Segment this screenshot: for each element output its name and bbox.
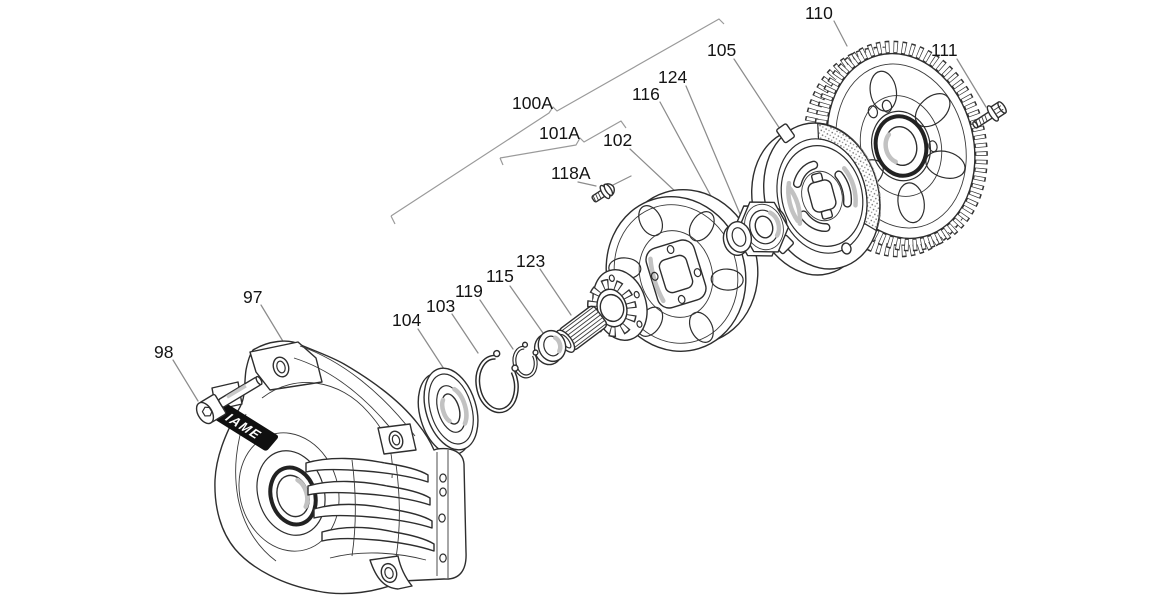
drum-window (688, 211, 715, 242)
label-115: 115 (486, 266, 514, 286)
label-103: 103 (426, 296, 455, 316)
leader-104 (417, 328, 445, 370)
label-124: 124 (658, 67, 687, 87)
part-labels: 110 111 105 124 116 102 100A 101A 118A 1… (154, 3, 958, 362)
hex-bolt (972, 101, 1007, 129)
label-98: 98 (154, 342, 173, 362)
label-102: 102 (603, 130, 632, 150)
friction-lining (817, 124, 881, 230)
label-100A: 100A (512, 93, 553, 113)
gear-small-hole (881, 99, 893, 113)
cooling-fin (305, 457, 429, 483)
boss-hole (666, 244, 675, 255)
flange-screw (591, 183, 615, 203)
gear-hole (897, 182, 925, 224)
gear-small-hole (867, 105, 879, 119)
leader-119 (479, 299, 514, 350)
label-118A: 118A (551, 163, 591, 183)
gear-small-hole (928, 140, 938, 153)
label-97: 97 (243, 287, 262, 307)
cooling-fin (313, 503, 433, 529)
drum-window (638, 205, 664, 237)
leader-115 (509, 285, 544, 334)
group-bracket-101A (499, 120, 627, 166)
label-110: 110 (805, 3, 833, 23)
drum-square-bore (658, 254, 694, 294)
splined-bushing (555, 305, 608, 353)
drum-window (710, 268, 744, 291)
leader-lines (172, 20, 987, 402)
gearbox-cover: IAME (209, 340, 467, 595)
label-123: 123 (516, 251, 545, 271)
leader-97 (260, 304, 285, 344)
boss-hole (677, 294, 686, 304)
leader-103 (451, 313, 479, 354)
ball-bearing (417, 367, 479, 456)
label-116: 116 (632, 84, 660, 104)
gear-hole (869, 70, 898, 112)
socket-head-screw (195, 375, 263, 425)
leader-118A-b (612, 175, 632, 186)
gear-hub-ring (873, 114, 929, 178)
leader-105 (733, 58, 781, 130)
small-circlip (512, 341, 539, 379)
circlip (475, 349, 519, 414)
nut-bore (754, 215, 774, 239)
label-101A: 101A (539, 123, 580, 143)
leader-98 (172, 359, 199, 402)
spacer-ring (533, 329, 567, 366)
leader-102 (629, 148, 679, 195)
drum-window (688, 311, 714, 343)
leader-110 (833, 20, 848, 47)
boss-hole (650, 271, 659, 281)
leader-124 (685, 85, 741, 215)
label-105: 105 (707, 40, 736, 60)
hex-socket (201, 406, 213, 417)
brand-logo: IAME (209, 401, 279, 451)
cooling-fin (307, 480, 431, 506)
boss-hole (693, 268, 702, 278)
leader-111 (956, 58, 987, 108)
group-bracket-100A (390, 18, 725, 225)
leader-123 (539, 268, 572, 316)
clutch-drum (605, 189, 759, 352)
leader-118A (577, 181, 597, 187)
label-104: 104 (392, 310, 421, 330)
washer (722, 221, 753, 257)
sprocket-bore (599, 293, 625, 323)
clutch-bolt (841, 242, 852, 255)
label-119: 119 (455, 281, 483, 301)
label-111: 111 (931, 40, 958, 60)
